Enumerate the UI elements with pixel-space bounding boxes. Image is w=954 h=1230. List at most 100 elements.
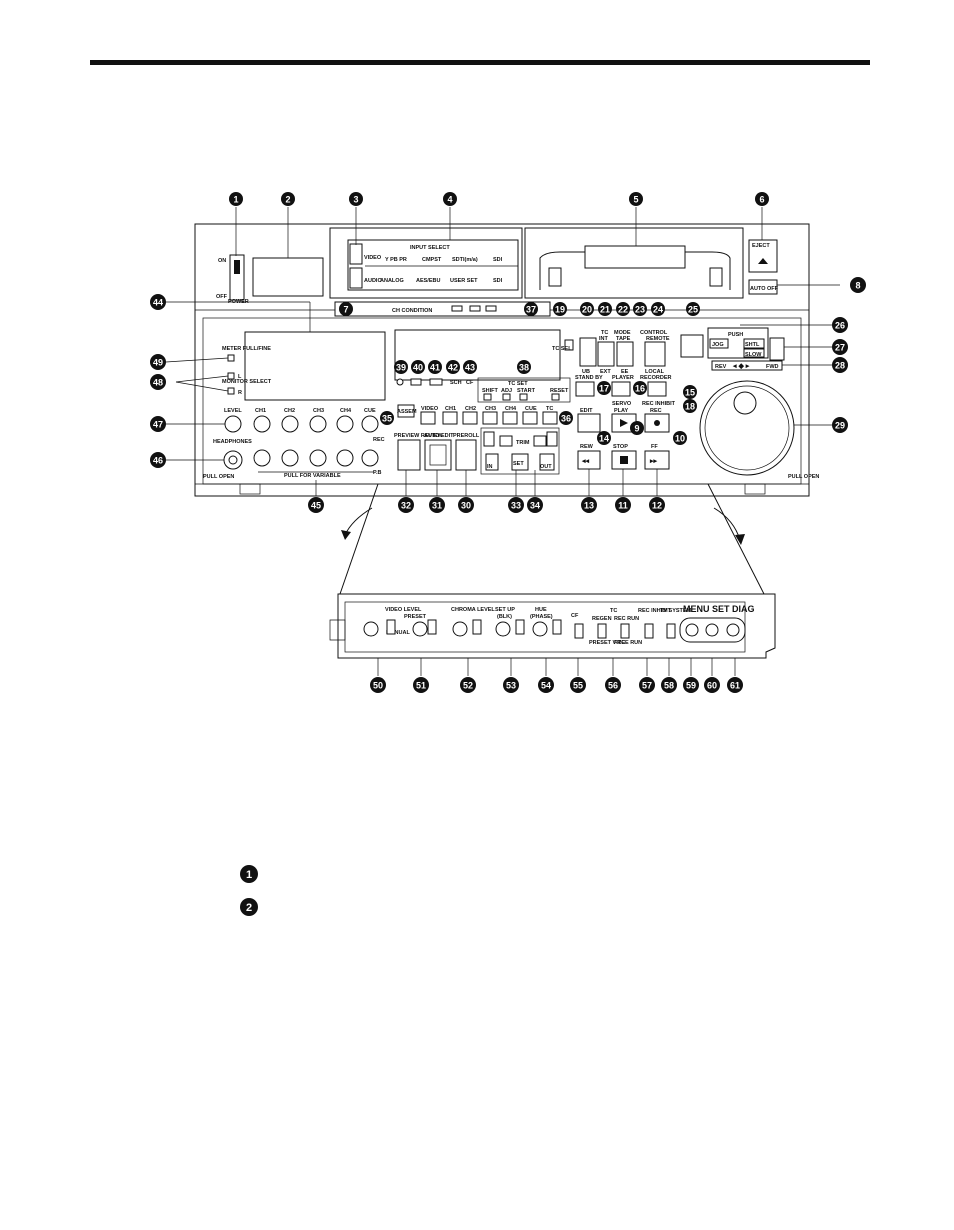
search-button[interactable] [680, 334, 704, 358]
video-input-button[interactable] [349, 243, 363, 265]
set-button-sub[interactable] [705, 623, 719, 637]
edit-channel-button[interactable] [420, 411, 436, 425]
audio-pb-knob[interactable] [253, 449, 271, 467]
trim-minus-button[interactable] [499, 435, 513, 447]
in-label: IN [487, 464, 493, 470]
edit-channel-button[interactable] [482, 411, 498, 425]
tc-sel-button[interactable] [564, 339, 574, 351]
edit-channel-button[interactable] [442, 411, 458, 425]
tc-adj-button[interactable] [502, 393, 511, 401]
preset-manual-switch[interactable] [386, 619, 396, 635]
callout-badge: 44 [150, 294, 166, 310]
cf-switch[interactable] [574, 623, 584, 639]
audio-rec-knob[interactable] [361, 415, 379, 433]
shtl-button[interactable] [743, 338, 765, 349]
hue-knob[interactable] [532, 621, 548, 637]
diag-button[interactable] [726, 623, 740, 637]
callout-number: 58 [664, 681, 674, 691]
set-up-knob[interactable] [495, 621, 511, 637]
audio-rec-knob[interactable] [253, 415, 271, 433]
cassette-slot [524, 227, 744, 299]
mode-switch[interactable] [616, 341, 634, 367]
callout-number: 30 [461, 501, 471, 511]
tc-run-switch[interactable] [620, 623, 630, 639]
recorder-button[interactable] [647, 381, 667, 397]
monitor-select-r-button[interactable] [227, 387, 235, 395]
int-label: INT [599, 336, 609, 342]
audio-pb-knob[interactable] [336, 449, 354, 467]
power-switch[interactable] [229, 254, 245, 301]
tv-system-switch[interactable] [666, 623, 676, 639]
trim-plus-button[interactable] [533, 435, 547, 447]
var-switch[interactable] [769, 337, 785, 361]
video-level-knob[interactable] [412, 621, 428, 637]
callout-number: 10 [675, 434, 685, 444]
callout-number: 51 [416, 681, 426, 691]
callout-badge: 21 [598, 302, 612, 316]
tc-set-group [477, 377, 571, 403]
tc-reset-button[interactable] [551, 393, 560, 401]
audio-rec-knob[interactable] [336, 415, 354, 433]
edit-channel-button[interactable] [462, 411, 478, 425]
fwd-label: FWD [766, 364, 779, 370]
tc-shift-button[interactable] [483, 393, 492, 401]
edit-channel-button[interactable] [522, 411, 538, 425]
control-switch[interactable] [644, 341, 666, 367]
ff-label: FF [651, 444, 658, 450]
free-run-label: FREE RUN [614, 640, 642, 646]
jog-shuttle-dial[interactable] [699, 380, 795, 476]
callout-badge: 7 [339, 302, 353, 316]
preset-manual-switch[interactable] [427, 619, 437, 635]
audio-input-button[interactable] [349, 267, 363, 289]
menu-button[interactable] [685, 623, 699, 637]
headphones-jack-hole [228, 455, 238, 465]
edit-channel-button[interactable] [542, 411, 558, 425]
callout-number: 53 [506, 681, 516, 691]
preset-manual-switch[interactable] [472, 619, 482, 635]
tc-int-ext-switch[interactable] [597, 341, 615, 367]
audio-pb-knob[interactable] [281, 449, 299, 467]
header-rule [90, 60, 870, 65]
audio-pb-knob[interactable] [361, 449, 379, 467]
standby-button[interactable] [575, 381, 595, 397]
preroll-button[interactable] [455, 439, 477, 471]
video-level-knob[interactable] [363, 621, 379, 637]
preset-label: PRESET [404, 614, 427, 620]
regen-label: REGEN [592, 616, 612, 622]
assemble-button[interactable] [397, 404, 415, 418]
meter-full-fine-button[interactable] [227, 354, 235, 362]
auto-off-button[interactable] [748, 279, 778, 295]
legend-item-1: 1 [240, 865, 258, 883]
audio-pb-knob[interactable] [309, 449, 327, 467]
callout-badge: 16 [633, 381, 647, 395]
set-button[interactable] [511, 453, 529, 471]
rec-inhibit-switch[interactable] [644, 623, 654, 639]
out-button[interactable] [539, 453, 555, 471]
video-tag: VIDEO [364, 255, 382, 261]
in-up-button[interactable] [483, 431, 495, 447]
tc-start-button[interactable] [519, 393, 528, 401]
preview-review-button[interactable] [397, 439, 421, 471]
edit-channel-button[interactable] [502, 411, 518, 425]
level-knob[interactable] [224, 415, 242, 433]
callout-badge: 9 [630, 421, 644, 435]
player-button[interactable] [611, 381, 631, 397]
callout-badge: 37 [524, 302, 538, 316]
in-button[interactable] [485, 453, 499, 471]
auto-edit-button[interactable] [424, 439, 452, 471]
set-label: SET [513, 461, 524, 467]
preset-manual-switch[interactable] [515, 619, 525, 635]
audio-rec-knob[interactable] [309, 415, 327, 433]
chroma-level-knob[interactable] [452, 621, 468, 637]
slow-button[interactable] [743, 348, 765, 358]
tc-ub-switch[interactable] [579, 337, 597, 367]
audio-rec-knob[interactable] [281, 415, 299, 433]
tc-regen-switch[interactable] [597, 623, 607, 639]
preset-manual-switch[interactable] [552, 619, 562, 635]
monitor-select-l-button[interactable] [227, 372, 235, 380]
edit-button[interactable] [577, 413, 601, 433]
jog-button[interactable] [709, 338, 729, 349]
out-up-button[interactable] [546, 431, 558, 447]
eject-button[interactable] [748, 239, 778, 273]
callout-number: 38 [519, 363, 529, 373]
